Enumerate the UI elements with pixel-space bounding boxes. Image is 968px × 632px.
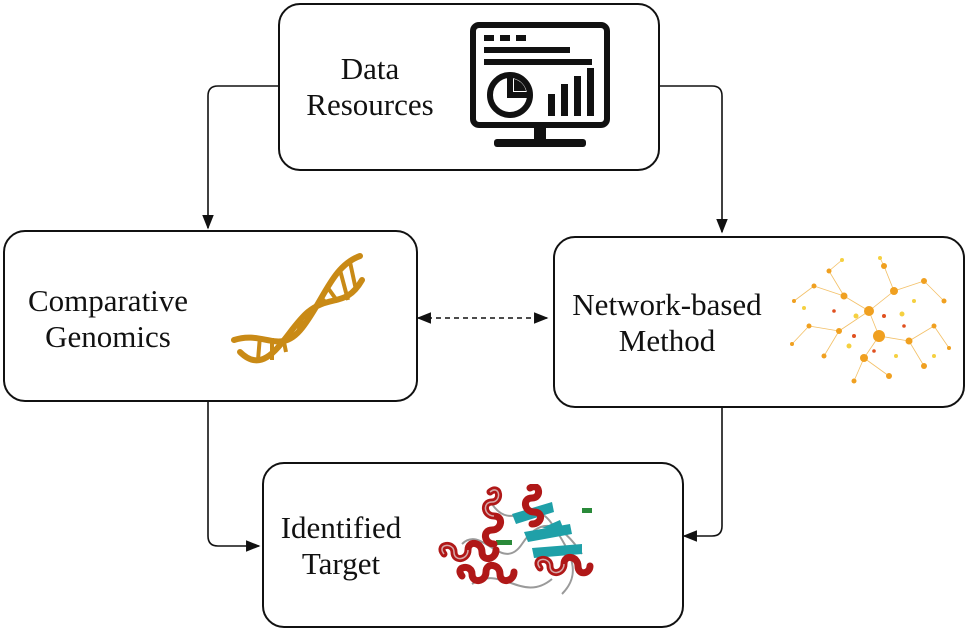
network-graph-icon	[790, 256, 951, 384]
node-data-resources[interactable]	[278, 3, 660, 171]
node-network-method-label: Network-based Method	[572, 287, 762, 358]
edge-network-to-target	[682, 408, 723, 542]
edge-data-to-network	[660, 85, 728, 234]
node-identified-target-label: Identified Target	[280, 510, 402, 581]
edge-genomics-to-target	[207, 402, 261, 552]
protein-structure-icon	[438, 484, 594, 595]
dna-helix-icon	[231, 253, 365, 364]
node-network-method[interactable]	[553, 236, 965, 408]
node-data-resources-label: Data Resources	[306, 51, 434, 122]
node-comparative-genomics-label: Comparative Genomics	[27, 283, 189, 354]
edge-data-to-genomics	[202, 85, 278, 230]
dashboard-monitor-icon	[470, 22, 610, 147]
